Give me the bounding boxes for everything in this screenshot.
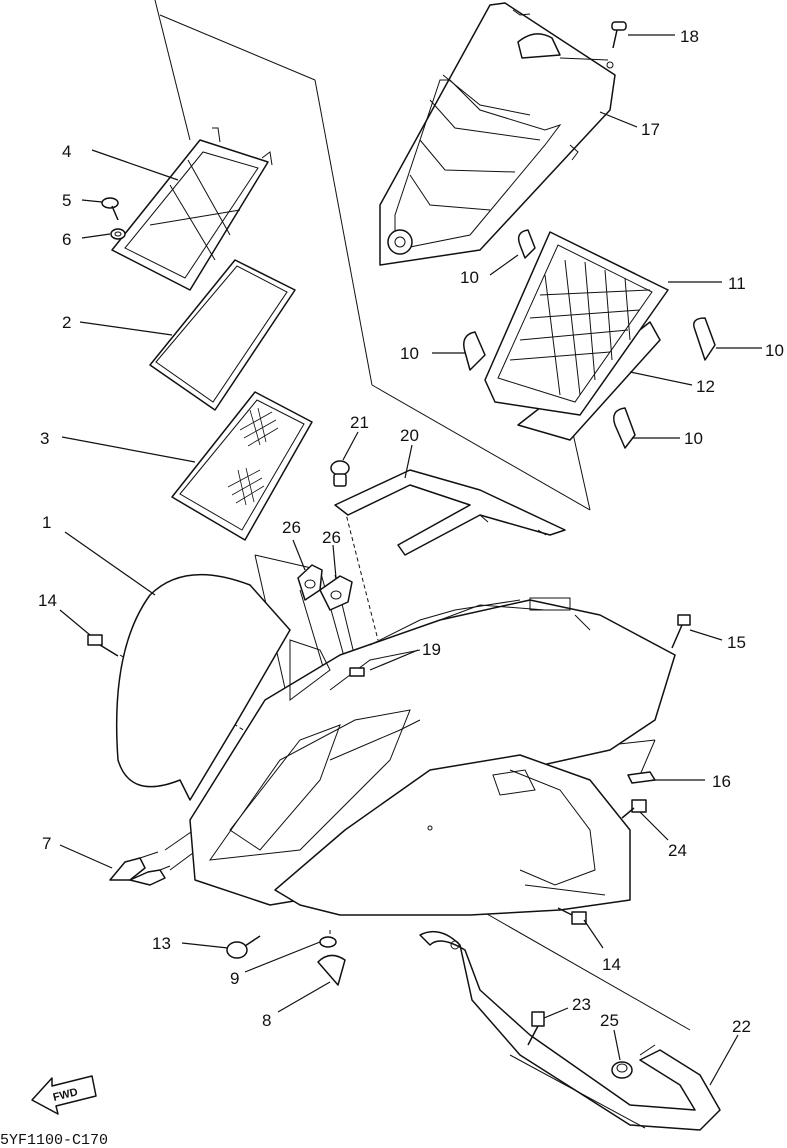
filter-pad-part-2 <box>149 259 296 411</box>
callout-24: 24 <box>668 841 687 860</box>
callout-18: 18 <box>680 27 699 46</box>
callout-11: 11 <box>728 274 746 293</box>
front-cover-part-17 <box>379 2 616 266</box>
callout-16: 16 <box>712 772 731 791</box>
callout-10-top: 10 <box>460 268 479 287</box>
washer-part-6 <box>110 228 126 240</box>
stay-part-20 <box>334 469 566 556</box>
damper-part-26-right <box>319 575 353 611</box>
nut-part-25 <box>611 1061 633 1079</box>
callout-4: 4 <box>62 142 71 161</box>
cap-part-8 <box>317 954 346 986</box>
washer-part-9 <box>319 936 337 948</box>
callout-23: 23 <box>572 995 591 1014</box>
drawing-code: 5YF1100-C170 <box>0 1132 108 1148</box>
grommet-part-21 <box>330 460 350 487</box>
screw-part-18 <box>606 21 627 69</box>
callout-10-right: 10 <box>765 341 784 360</box>
bolt-part-24 <box>621 799 647 819</box>
callout-6: 6 <box>62 230 71 249</box>
callout-26-right: 26 <box>322 528 341 547</box>
callout-5: 5 <box>62 191 71 210</box>
clip-part-10-top <box>517 229 536 259</box>
nut-part-16 <box>627 771 656 784</box>
callout-19: 19 <box>422 640 441 659</box>
clip-part-10-left <box>463 331 486 371</box>
callout-2: 2 <box>62 313 71 332</box>
callout-8: 8 <box>262 1011 271 1030</box>
fwd-label: FWD <box>52 1086 79 1104</box>
callout-15: 15 <box>727 633 746 652</box>
wire-lead-part-7 <box>109 851 171 886</box>
clip-part-10-bottom <box>613 407 636 449</box>
mesh-screen-part-3 <box>171 391 313 541</box>
bolt-part-13 <box>226 935 261 959</box>
callout-13: 13 <box>152 934 171 953</box>
callout-17: 17 <box>641 120 660 139</box>
bumper-guard-part-22 <box>419 930 721 1131</box>
callout-12: 12 <box>696 377 715 396</box>
callout-1: 1 <box>42 513 51 532</box>
mesh-pattern <box>227 407 279 506</box>
callout-14-right: 14 <box>602 955 621 974</box>
callout-numbers: 18 17 4 5 6 10 11 2 10 10 12 3 21 20 10 … <box>38 27 784 1036</box>
callout-7: 7 <box>42 834 51 853</box>
bolt-part-14-left <box>87 634 119 657</box>
screw-part-5 <box>101 197 119 221</box>
callout-21: 21 <box>350 413 369 432</box>
callout-10-bottom: 10 <box>684 429 703 448</box>
tab-part-19 <box>349 667 365 677</box>
callout-26-left: 26 <box>282 518 301 537</box>
callout-9: 9 <box>230 969 239 988</box>
damper-part-26-left <box>297 564 323 601</box>
bolt-part-23 <box>527 1011 545 1046</box>
callout-20: 20 <box>400 426 419 445</box>
clip-part-10-right <box>693 317 716 361</box>
forward-direction-arrow: FWD <box>31 1075 97 1115</box>
callout-22: 22 <box>732 1017 751 1036</box>
callout-10-left: 10 <box>400 344 419 363</box>
callout-25: 25 <box>600 1011 619 1030</box>
frame-part-4 <box>111 127 273 291</box>
bolt-part-15 <box>671 614 691 649</box>
grille-part-11 <box>484 231 669 416</box>
leader-lines <box>59 34 762 1086</box>
callout-3: 3 <box>40 429 49 448</box>
callout-14-left: 14 <box>38 591 57 610</box>
bolt-part-14-right <box>557 907 587 925</box>
front-fender-part-1 <box>115 573 676 916</box>
